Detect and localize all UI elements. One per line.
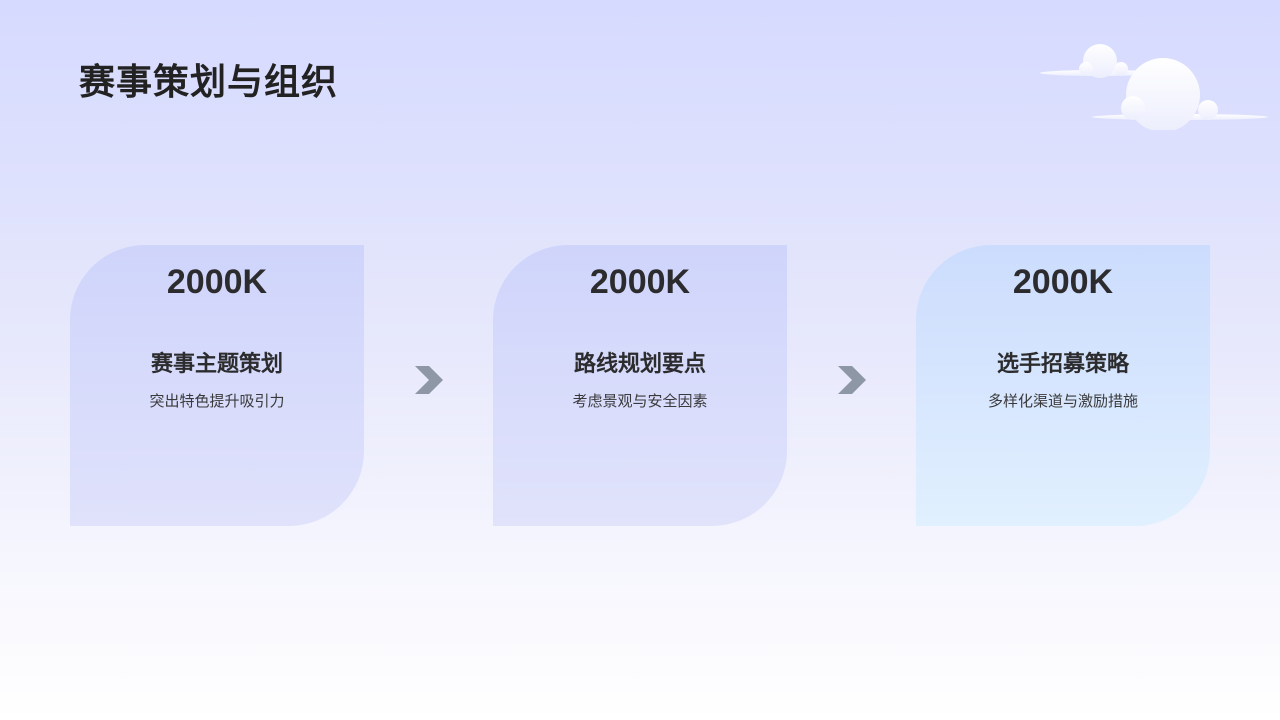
card-heading: 路线规划要点: [573, 351, 706, 376]
page-title: 赛事策划与组织: [79, 61, 339, 102]
card-heading: 赛事主题策划: [150, 351, 283, 376]
card-theme-planning: 2000K 赛事主题策划 突出特色提升吸引力: [70, 245, 364, 526]
chevron-right-icon: [838, 366, 866, 394]
card-description: 考虑景观与安全因素: [572, 393, 708, 410]
card-description: 多样化渠道与激励措施: [987, 393, 1138, 410]
card-route-planning: 2000K 路线规划要点 考虑景观与安全因素: [493, 245, 787, 526]
card-athlete-recruitment: 2000K 选手招募策略 多样化渠道与激励措施: [916, 245, 1210, 526]
cloud-icon: [1040, 44, 1268, 130]
card-value: 2000K: [1012, 263, 1114, 301]
card-description: 突出特色提升吸引力: [149, 393, 285, 410]
chevron-right-icon: [415, 366, 443, 394]
card-value: 2000K: [166, 263, 268, 301]
card-value: 2000K: [589, 263, 691, 301]
card-heading: 选手招募策略: [996, 351, 1129, 376]
